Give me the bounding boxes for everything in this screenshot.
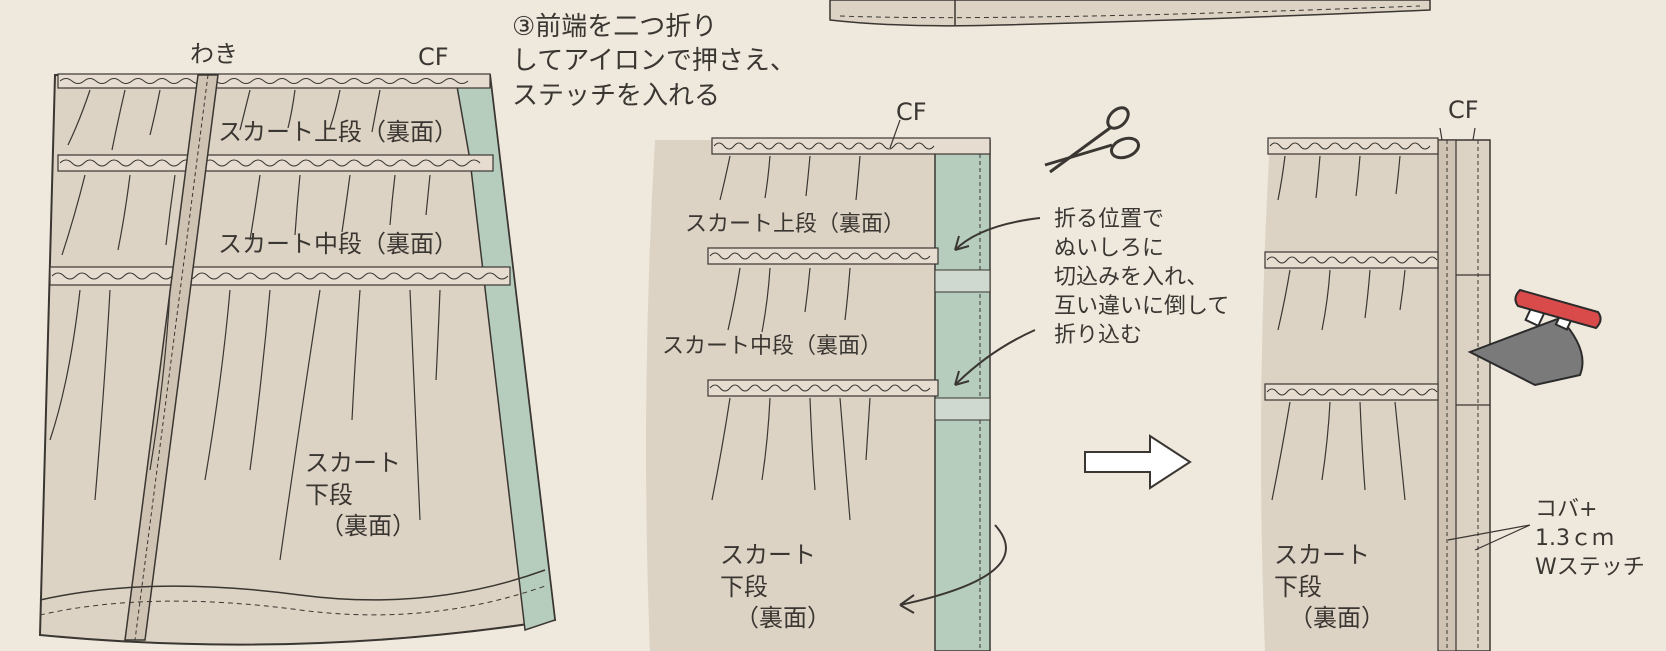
scissors-icon bbox=[1044, 106, 1141, 174]
step-instruction-line2: してアイロンで押さえ、 bbox=[512, 46, 796, 77]
middle-lower-seam bbox=[707, 379, 991, 421]
fold-note-line5: 折り込む bbox=[1054, 323, 1143, 349]
middle-lower-tier-line3: （裏面） bbox=[735, 604, 831, 633]
previous-step-fabric bbox=[829, 0, 1431, 27]
left-lower-tier-line2: 下段 bbox=[305, 480, 353, 509]
middle-cf-label: CF bbox=[896, 98, 927, 126]
iron-icon bbox=[1467, 288, 1602, 387]
step-instruction-line1: ③前端を二つ折り bbox=[512, 12, 718, 42]
middle-skirt-panel bbox=[646, 119, 1041, 651]
middle-lower-tier-line1: スカート bbox=[720, 541, 816, 569]
stitch-note-line3: Wステッチ bbox=[1535, 555, 1645, 581]
middle-middle-tier-label: スカート中段（裏面） bbox=[662, 334, 883, 359]
right-arrow-icon bbox=[1084, 434, 1192, 490]
left-lower-seam bbox=[49, 266, 511, 286]
fold-note-line3: 切込みを入れ、 bbox=[1054, 265, 1209, 291]
right-skirt-panel bbox=[1261, 127, 1531, 651]
stitch-note-line2: 1.3ｃｍ bbox=[1535, 526, 1614, 552]
middle-upper-tier-label: スカート上段（裏面） bbox=[685, 212, 906, 237]
left-upper-tier-label: スカート上段（裏面） bbox=[218, 118, 458, 146]
fold-note-line1: 折る位置で bbox=[1054, 207, 1165, 232]
right-lower-tier-line3: （裏面） bbox=[1289, 604, 1385, 633]
left-middle-tier-label: スカート中段（裏面） bbox=[218, 230, 458, 258]
left-lower-tier-label: スカート 下段 （裏面） bbox=[305, 448, 416, 543]
left-lower-tier-line3: （裏面） bbox=[320, 512, 416, 541]
stitch-note: コバ+ 1.3ｃｍ Wステッチ bbox=[1535, 495, 1645, 582]
right-lower-tier-line2: 下段 bbox=[1274, 572, 1322, 601]
left-skirt-panel bbox=[38, 73, 557, 646]
right-cf-label: CF bbox=[1448, 96, 1479, 124]
right-lower-tier-label: スカート 下段 （裏面） bbox=[1274, 540, 1385, 635]
left-upper-seam bbox=[57, 73, 491, 89]
step-instruction: ③前端を二つ折り してアイロンで押さえ、 ステッチを入れる bbox=[512, 10, 796, 113]
curved-arrow-icon bbox=[899, 217, 1041, 614]
step-instruction-line3: ステッチを入れる bbox=[512, 80, 721, 111]
left-cf-label: CF bbox=[418, 43, 449, 71]
side-seam-label: わき bbox=[190, 40, 238, 68]
middle-lower-tier-line2: 下段 bbox=[720, 572, 768, 601]
middle-lower-tier-label: スカート 下段 （裏面） bbox=[720, 540, 831, 635]
fold-note: 折る位置で ぬいしろに 切込みを入れ、 互い違いに倒して 折り込む bbox=[1054, 205, 1229, 350]
stitch-note-line1: コバ+ bbox=[1535, 497, 1598, 522]
left-lower-tier-line1: スカート bbox=[305, 449, 401, 477]
right-lower-tier-line1: スカート bbox=[1274, 541, 1370, 569]
middle-upper-seam bbox=[711, 137, 991, 155]
fold-note-line4: 互い違いに倒して bbox=[1054, 294, 1230, 320]
left-middle-seam bbox=[57, 154, 494, 172]
middle-middle-seam bbox=[707, 247, 991, 293]
fold-note-line2: ぬいしろに bbox=[1054, 236, 1165, 262]
